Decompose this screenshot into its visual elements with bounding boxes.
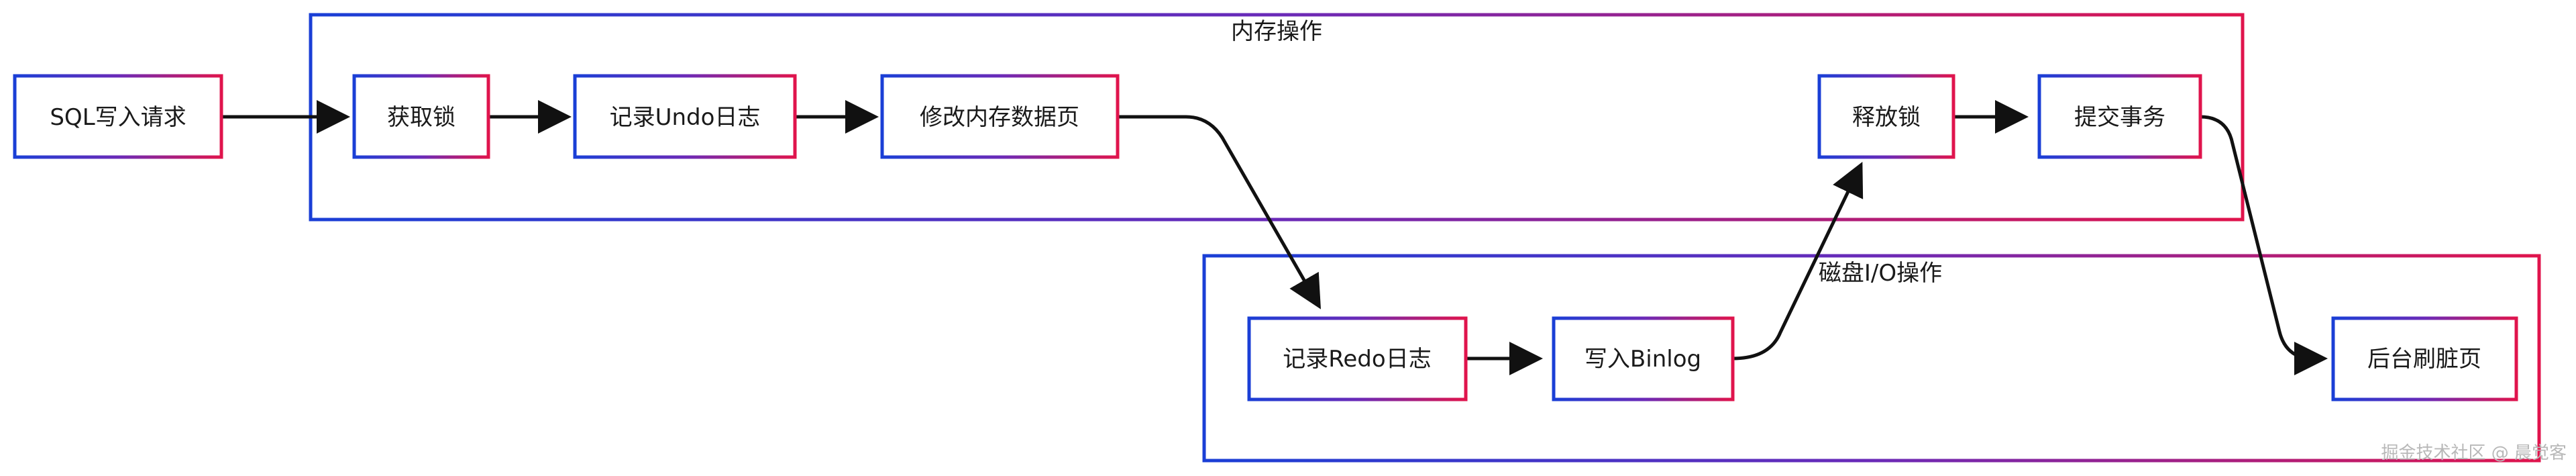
node-release-lock[interactable]: 释放锁 xyxy=(1817,74,1955,159)
node-acquire-lock[interactable]: 获取锁 xyxy=(352,74,490,159)
node-write-binlog-label: 写入Binlog xyxy=(1585,346,1701,373)
node-record-redo[interactable]: 记录Redo日志 xyxy=(1247,316,1468,401)
group-memory-label: 内存操作 xyxy=(1231,18,1322,45)
node-modify-page[interactable]: 修改内存数据页 xyxy=(880,74,1120,159)
watermark: 掘金技术社区 @ 晨觉客 xyxy=(2381,443,2567,463)
node-commit-label: 提交事务 xyxy=(2074,104,2165,131)
group-disk-operations: 磁盘I/O操作 xyxy=(1202,254,2541,463)
node-sql-request-label: SQL写入请求 xyxy=(50,104,186,131)
group-disk-frame xyxy=(1202,254,2541,463)
edges xyxy=(221,100,2328,375)
node-flush-dirty-label: 后台刷脏页 xyxy=(2367,346,2481,373)
node-sql-request[interactable]: SQL写入请求 xyxy=(13,74,223,159)
edge-modify-to-redo xyxy=(1118,115,1321,310)
node-release-lock-label: 释放锁 xyxy=(1852,104,1921,131)
node-commit[interactable]: 提交事务 xyxy=(2037,74,2202,159)
node-flush-dirty[interactable]: 后台刷脏页 xyxy=(2331,316,2518,401)
node-write-binlog[interactable]: 写入Binlog xyxy=(1552,316,1735,401)
edge-commit-to-flush xyxy=(2200,115,2328,375)
node-modify-page-label: 修改内存数据页 xyxy=(920,104,1079,131)
node-record-undo-label: 记录Undo日志 xyxy=(610,104,761,131)
group-disk-label: 磁盘I/O操作 xyxy=(1819,260,1942,287)
node-acquire-lock-label: 获取锁 xyxy=(387,104,455,131)
node-record-redo-label: 记录Redo日志 xyxy=(1283,346,1431,373)
node-record-undo[interactable]: 记录Undo日志 xyxy=(573,74,797,159)
edge-binlog-to-release xyxy=(1732,161,1864,361)
